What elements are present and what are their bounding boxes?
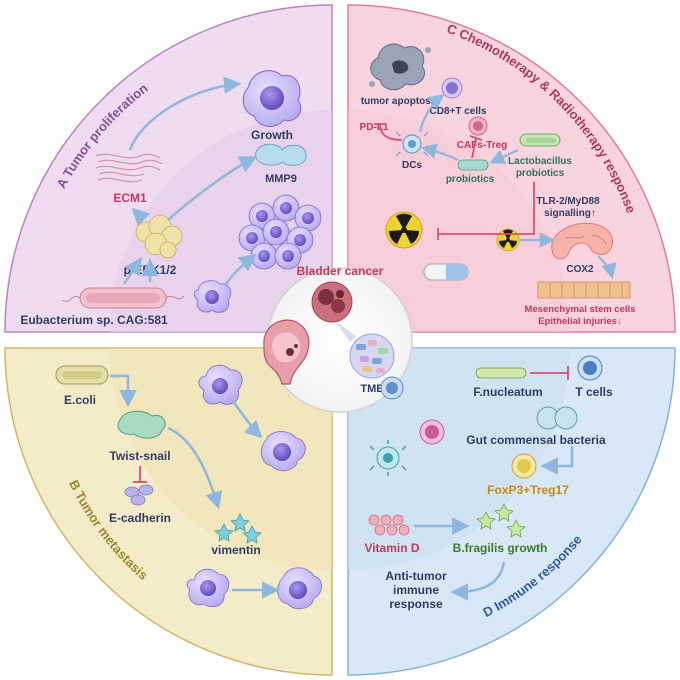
panel-b-inhibitions bbox=[133, 466, 147, 483]
ecadherin-icon bbox=[124, 484, 154, 506]
ecm1-label: ECM1 bbox=[113, 191, 147, 205]
fnucleatum-label: F.nucleatum bbox=[473, 385, 542, 399]
cd8-label: CD8+T cells bbox=[430, 106, 487, 117]
tme-cells-icon bbox=[349, 333, 395, 379]
vitamin-d-label: Vitamin D bbox=[364, 541, 419, 555]
radiation-icon-small bbox=[496, 228, 520, 252]
panel-d-inhibitions bbox=[530, 366, 569, 380]
growth-cell-icon bbox=[242, 70, 302, 127]
cox2-label: COX2 bbox=[566, 264, 594, 275]
tumor-cluster-icon bbox=[238, 194, 322, 270]
dc-cell-icon bbox=[395, 131, 429, 157]
panel-d-inner-ring bbox=[348, 348, 570, 570]
anti-tumor-label: Anti-tumor bbox=[385, 569, 447, 583]
vitamin-d-icon bbox=[368, 514, 410, 536]
panel-b-inner-ring bbox=[110, 348, 332, 570]
metastasis-cell-bottom-right-icon bbox=[277, 567, 322, 610]
metastasis-cell-bottom-left-icon bbox=[186, 568, 230, 608]
panel-a-inner-ring bbox=[110, 110, 332, 332]
ecoli-label: E.coli bbox=[64, 393, 96, 407]
bfragilis-label: B.fragilis growth bbox=[453, 541, 548, 555]
metastasis-cell-top-icon bbox=[198, 364, 243, 405]
cafs-treg-icon bbox=[468, 116, 488, 136]
panel-d-arrows bbox=[414, 446, 574, 601]
vimentin-icon bbox=[214, 513, 262, 544]
foxp3-treg17-label: FoxP3+Treg17 bbox=[487, 483, 569, 497]
radiation-icon-large bbox=[385, 211, 423, 249]
immune-cell-blue-icon bbox=[380, 376, 404, 400]
pdl1-label: PD-L1 bbox=[360, 122, 389, 133]
chemo-capsule-icon bbox=[423, 263, 469, 281]
gut-bacteria-label: Gut commensal bacteria bbox=[466, 433, 606, 447]
tcells-label: T cells bbox=[575, 385, 613, 399]
eubacterium-icon bbox=[61, 287, 185, 309]
center-title: Bladder cancer bbox=[297, 264, 384, 278]
dendritic-cell-teal-icon bbox=[369, 440, 407, 476]
tlr-label: TLR-2/MyD88 bbox=[536, 196, 600, 207]
tumor-tissue-icon bbox=[311, 281, 353, 323]
twist-snail-label: Twist-snail bbox=[109, 449, 170, 463]
eubacterium-label: Eubacterium sp. CAG:581 bbox=[20, 313, 168, 327]
bladder-icon bbox=[263, 319, 310, 385]
tumor-apoptosis-label: tumor apoptosis bbox=[361, 96, 440, 107]
lactobacillus-icon bbox=[519, 133, 561, 147]
tcell-icon bbox=[577, 355, 603, 381]
msc-label: Mesenchymal stem cells bbox=[525, 304, 636, 315]
panel-b-arrows bbox=[110, 374, 280, 599]
mmp9-protein-icon bbox=[255, 143, 307, 166]
immune-cell-pink-icon bbox=[419, 419, 445, 445]
tme-label: TME bbox=[360, 383, 383, 395]
growth-label: Growth bbox=[251, 128, 293, 142]
tlr-signalling-label: signalling↑ bbox=[544, 208, 596, 219]
gut-bacteria-icon bbox=[536, 406, 578, 430]
panel-c-arrows bbox=[418, 94, 617, 279]
dcs-label: DCs bbox=[402, 160, 422, 171]
twist-snail-icon bbox=[117, 410, 166, 439]
ecm1-fibers-icon bbox=[95, 153, 163, 183]
epithelium-icon bbox=[537, 281, 631, 299]
cd8-tcell-icon bbox=[441, 77, 463, 99]
tme-zoom-wedge bbox=[336, 322, 356, 342]
cafs-treg-label: CAFs-Treg bbox=[457, 140, 508, 151]
metastasis-cell-migrated-icon bbox=[260, 431, 306, 472]
bfragilis-icon bbox=[476, 503, 526, 538]
mmp9-label: MMP9 bbox=[265, 173, 297, 185]
vimentin-label: vimentin bbox=[211, 543, 260, 557]
ecoli-icon bbox=[55, 365, 109, 385]
tumor-apoptosis-icon bbox=[369, 43, 431, 91]
fnucleatum-icon bbox=[475, 367, 527, 379]
probiotics-label: probiotics bbox=[446, 174, 495, 185]
single-tumor-cell-icon bbox=[193, 280, 232, 313]
response-label: response bbox=[389, 597, 443, 611]
lactobacillus-probiotics-label: probiotics bbox=[516, 168, 565, 179]
immune-label: immune bbox=[393, 583, 439, 597]
panel-a-arrows bbox=[122, 76, 258, 285]
panel-c-inhibitions bbox=[374, 123, 535, 240]
epithelial-injuries-label: Epithelial injuries↓ bbox=[538, 316, 621, 327]
treg17-icon bbox=[511, 453, 537, 479]
panel-c-inner-ring bbox=[348, 110, 570, 332]
lactobacillus-label: Lactobacillus bbox=[508, 156, 572, 167]
perk-protein-icon bbox=[135, 214, 183, 259]
ecadherin-label: E-cadherin bbox=[109, 511, 171, 525]
probiotics-icon bbox=[457, 159, 489, 171]
